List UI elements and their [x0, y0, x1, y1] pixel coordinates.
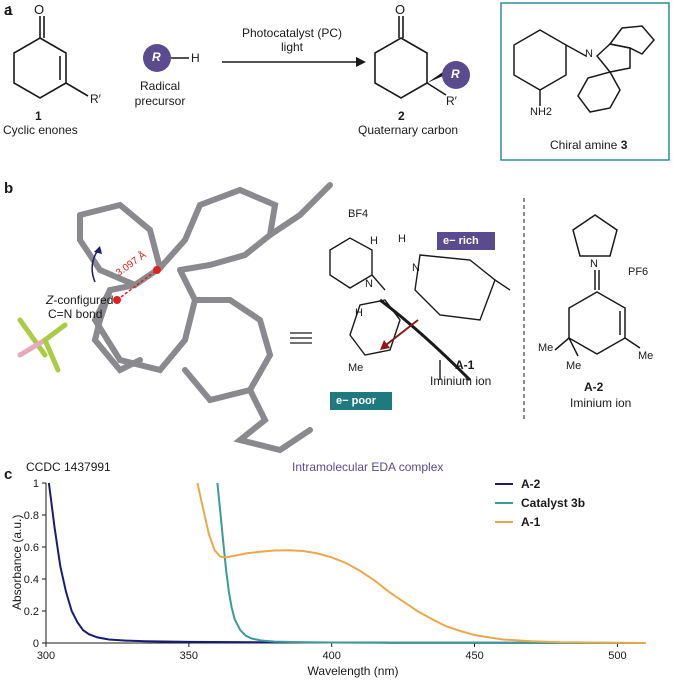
- a2-n-label: N: [590, 258, 598, 270]
- e-poor-badge: e− poor: [336, 395, 377, 407]
- a2-name: A-2: [584, 380, 604, 394]
- product-r-prime: R′: [446, 94, 457, 108]
- amine-n-label: N: [585, 48, 593, 60]
- legend-entry: Catalyst 3b: [495, 493, 585, 512]
- z-label-2: C=N bond: [48, 307, 103, 321]
- y-tick-label: 0: [33, 638, 39, 650]
- a1-name: A-1: [455, 358, 475, 372]
- panel-b-label: b: [4, 180, 14, 197]
- compound-1-structure: [13, 16, 89, 99]
- distance-line: [116, 269, 158, 301]
- amine-nh2-label: NH2: [530, 106, 553, 118]
- y-tick-label: 0.4: [24, 574, 39, 586]
- a1-n2-label: N: [412, 262, 420, 274]
- compound-1-oxygen: 1: [6, 3, 14, 18]
- compound-1-number: 1: [35, 109, 42, 123]
- a2-structure: [554, 214, 641, 357]
- z-label-1: Z-configured: [46, 293, 114, 307]
- legend-label: Catalyst 3b: [521, 495, 586, 510]
- x-tick-label: 350: [180, 650, 198, 662]
- legend-swatch: [495, 520, 513, 523]
- radical-caption-1: Radical: [139, 79, 181, 93]
- crystal-structure: [77, 182, 333, 454]
- a2-me-1: Me: [538, 342, 554, 354]
- radical-caption-2: precursor: [134, 94, 186, 108]
- a1-h-label-2: H: [398, 233, 406, 245]
- pf6-label: PF6: [628, 266, 649, 278]
- radical-h: H: [191, 51, 200, 65]
- chiral-amine-frame: [500, 2, 670, 161]
- a2-caption: Iminium ion: [570, 396, 632, 410]
- x-tick-label: 450: [465, 650, 483, 662]
- product-radical-symbol: R: [451, 67, 460, 81]
- chiral-amine-structure: [513, 25, 655, 113]
- y-tick-label: 0.8: [24, 510, 39, 522]
- a1-me-label: Me: [348, 362, 364, 374]
- x-tick-label: 400: [323, 650, 341, 662]
- radical-circle: [143, 44, 171, 72]
- legend-entry: A-2: [495, 474, 585, 493]
- atom-red-2: [153, 266, 161, 274]
- e-rich-badge-bg: [437, 232, 495, 250]
- a1-structure: [329, 237, 511, 382]
- a2-me-3: Me: [638, 350, 654, 362]
- product-radical-circle: [442, 61, 470, 89]
- a2-me-2: Me: [566, 360, 582, 372]
- equiv-symbol: [290, 332, 312, 344]
- e-rich-badge: e− rich: [443, 235, 479, 247]
- compound-1-caption: Cyclic enones: [3, 123, 78, 137]
- series-line-catalyst-3b: [216, 482, 646, 644]
- y-tick-label: 1: [33, 478, 39, 490]
- charge-transfer-arrowhead: [380, 340, 390, 350]
- a1-caption: Iminium ion: [430, 374, 492, 388]
- x-axis-label: Wavelength (nm): [307, 664, 399, 678]
- arrow-label-2: light: [280, 40, 303, 54]
- atom-red-1: [113, 296, 121, 304]
- legend-swatch: [495, 482, 513, 485]
- x-tick-label: 300: [37, 650, 55, 662]
- panel-a-label: a: [4, 2, 13, 19]
- x-tick-label: 500: [608, 650, 626, 662]
- legend-entry: A-1: [495, 512, 585, 531]
- z-arrowhead: [94, 246, 102, 254]
- a1-h-label-1: H: [370, 235, 378, 247]
- radical-symbol: R: [152, 50, 161, 64]
- a1-n-label: N: [365, 278, 373, 290]
- compound-2-o-label: O: [395, 2, 406, 17]
- y-tick-label: 0.6: [24, 542, 39, 554]
- y-axis-label: Absorbance (a.u.): [10, 514, 24, 610]
- compound-2-number: 2: [398, 109, 405, 123]
- panel-c-label: c: [4, 466, 13, 483]
- ccdc-label: CCDC 1437991: [26, 460, 111, 474]
- legend-label: A-1: [521, 514, 541, 529]
- compound-2-caption: Quaternary carbon: [358, 123, 459, 137]
- reaction-arrowhead: [356, 57, 366, 67]
- compound-2-structure: [374, 16, 447, 99]
- anion-model: [17, 317, 68, 373]
- amine-caption: Chiral amine 3: [550, 138, 628, 152]
- legend-label: A-2: [521, 476, 541, 491]
- charge-transfer-arrow: [385, 319, 419, 346]
- bf4-label: BF4: [348, 208, 369, 220]
- compound-1-r-prime: R′: [90, 92, 101, 106]
- compound-1-o-label: O: [34, 2, 45, 17]
- legend-swatch: [495, 501, 513, 504]
- arrow-label-1: Photocatalyst (PC): [241, 26, 343, 40]
- a1-h-label-3: H: [355, 307, 363, 319]
- eda-caption: Intramolecular EDA complex: [292, 460, 444, 474]
- e-poor-badge-bg: [330, 392, 392, 410]
- y-tick-label: 0.2: [24, 606, 39, 618]
- series-line-a-1: [196, 482, 647, 644]
